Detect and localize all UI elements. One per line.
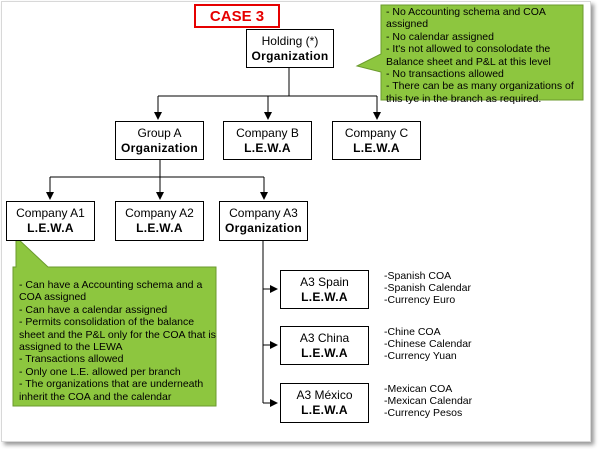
note-organization-line: - No Accounting schema and COA <box>386 6 546 18</box>
company-a1-subtitle: L.E.W.A <box>27 221 74 235</box>
company-c-title: Company C <box>344 125 409 140</box>
group-a-node: Group A Organization <box>115 121 204 160</box>
detail-line: -Chinese Calendar <box>384 338 472 350</box>
a3-spain-title: A3 Spain <box>300 274 349 289</box>
holding-title: Holding (*) <box>261 33 319 48</box>
a3-spain-details: -Spanish COA -Spanish Calendar -Currency… <box>384 270 471 306</box>
detail-line: -Currency Pesos <box>384 407 463 419</box>
company-a3-subtitle: Organization <box>225 221 302 235</box>
note-lewa-line: sheet and the P&L only for the COA that … <box>19 328 216 341</box>
detail-line: -Mexican COA <box>384 383 453 395</box>
a3-china-title: A3 China <box>299 330 350 345</box>
a3-mexico-node: A3 México L.E.W.A <box>280 383 369 423</box>
a3-spain-subtitle: L.E.W.A <box>301 289 348 304</box>
a3-mexico-subtitle: L.E.W.A <box>301 403 348 417</box>
detail-line: -Mexican Calendar <box>384 395 473 407</box>
note-organization-callout <box>355 4 584 101</box>
company-c-node: Company C L.E.W.A <box>332 121 421 160</box>
note-lewa-line: - The organizations that are underneath <box>19 378 204 391</box>
note-organization-line: this tye in the branch as required. <box>386 92 542 105</box>
note-lewa-line: inherit the COA and the calendar <box>19 390 172 403</box>
company-b-title: Company B <box>236 125 299 140</box>
note-lewa-line: - Can have a Accounting schema and a <box>19 279 203 291</box>
case-label: CASE 3 <box>194 4 280 28</box>
note-lewa: - Can have a Accounting schema and a COA… <box>19 279 216 403</box>
group-a-subtitle: Organization <box>121 140 198 155</box>
note-organization-line: Balance sheet and P&L at this level <box>386 55 551 68</box>
note-lewa-line: - Transactions allowed <box>19 353 124 366</box>
detail-line: -Currency Euro <box>384 294 456 306</box>
a3-spain-node: A3 Spain L.E.W.A <box>280 270 369 309</box>
company-b-node: Company B L.E.W.A <box>223 121 312 160</box>
note-organization-line: - No calendar assigned <box>386 30 494 43</box>
note-lewa-line: assigned to the LEWA <box>19 341 123 354</box>
company-a2-title: Company A2 <box>125 206 194 220</box>
detail-line: -Spanish COA <box>384 270 452 282</box>
a3-china-subtitle: L.E.W.A <box>301 345 348 360</box>
a3-mexico-details: -Mexican COA -Mexican Calendar -Currency… <box>384 383 472 419</box>
detail-line: -Currency Yuan <box>384 350 457 362</box>
holding-subtitle: Organization <box>251 48 329 63</box>
note-lewa-callout <box>12 235 217 407</box>
note-lewa-line: - Can have a calendar assigned <box>19 303 168 316</box>
company-c-subtitle: L.E.W.A <box>353 140 400 155</box>
note-organization-line: assigned <box>386 18 429 31</box>
note-organization-line: - There can be as many organizations of <box>386 80 574 93</box>
note-lewa-line: - Only one L.E. allowed per branch <box>19 365 181 378</box>
detail-line: -Spanish Calendar <box>384 282 471 294</box>
holding-node: Holding (*) Organization <box>246 29 334 68</box>
group-a-title: Group A <box>137 125 182 140</box>
note-lewa-line: COA assigned <box>19 291 87 304</box>
detail-line: -Chine COA <box>384 326 441 338</box>
note-lewa-line: - Permits consolidation of the balance <box>19 316 195 329</box>
company-b-subtitle: L.E.W.A <box>244 140 291 155</box>
note-organization-line: - No transactions allowed <box>386 68 504 81</box>
company-a3-node: Company A3 Organization <box>219 201 308 241</box>
note-organization: - No Accounting schema and COA assigned … <box>386 6 574 105</box>
company-a3-title: Company A3 <box>229 206 298 220</box>
company-a1-node: Company A1 L.E.W.A <box>6 201 95 241</box>
a3-china-node: A3 China L.E.W.A <box>280 326 369 365</box>
a3-mexico-title: A3 México <box>296 388 353 402</box>
company-a1-title: Company A1 <box>16 206 85 220</box>
company-a2-subtitle: L.E.W.A <box>136 221 183 235</box>
note-organization-line: - It's not allowed to consolodate the <box>386 43 551 56</box>
company-a2-node: Company A2 L.E.W.A <box>115 201 204 241</box>
a3-china-details: -Chine COA -Chinese Calendar -Currency Y… <box>384 326 472 362</box>
